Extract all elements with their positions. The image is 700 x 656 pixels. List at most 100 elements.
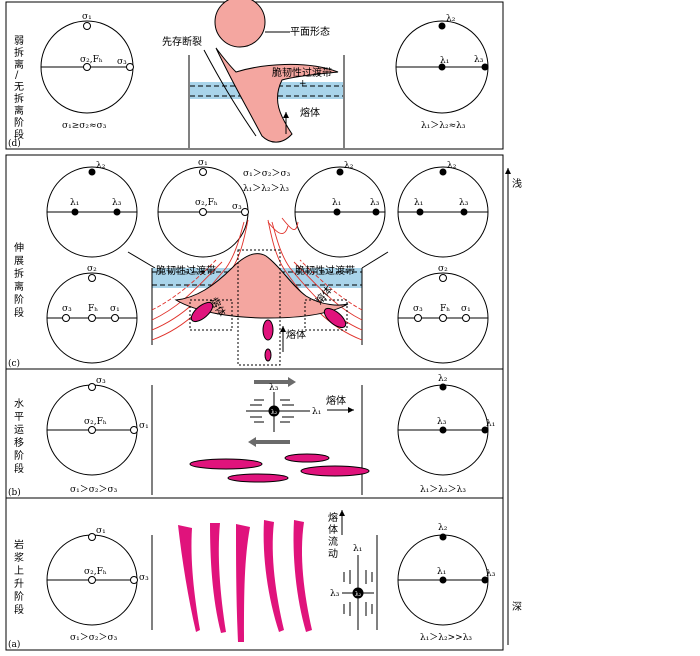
svg-text:σ₃: σ₃: [96, 376, 106, 386]
svg-text:σ₁: σ₁: [82, 12, 92, 22]
svg-text:拆: 拆: [14, 46, 24, 59]
svg-text:阶: 阶: [14, 293, 24, 306]
melt-lens-1: [189, 458, 263, 470]
svg-text:离: 离: [14, 280, 24, 293]
magma-dikes: [178, 520, 312, 642]
panel-c-strain-stereonet-umr: λ₂ λ₁ λ₃: [294, 161, 386, 258]
svg-text:熔体: 熔体: [326, 394, 346, 407]
panel-d-side-label: 弱 拆 离 / 无 拆 离 阶 段: [14, 35, 24, 141]
svg-text:σ₃: σ₃: [232, 202, 242, 212]
svg-text:上: 上: [14, 565, 24, 577]
panel-c-tag: (c): [8, 358, 20, 369]
svg-text:λ₂: λ₂: [438, 374, 448, 384]
panel-b-strain-stereonet: λ₂ λ₃ λ₁ λ₁＞λ₂＞λ₃: [397, 374, 495, 495]
svg-text:离: 离: [14, 104, 24, 117]
melt-pod-center: [262, 319, 274, 341]
panel-d-tag: (d): [8, 138, 21, 149]
svg-text:升: 升: [14, 578, 24, 590]
svg-text:λ₃: λ₃: [437, 417, 447, 427]
panel-c-stress-stereonet-lr: σ₂ σ₃ Fₕ σ₁: [397, 264, 489, 364]
svg-text:λ₁＞λ₂≈λ₃: λ₁＞λ₂≈λ₃: [421, 121, 466, 131]
intruding-pluton: [215, 47, 339, 143]
svg-text:λ₃: λ₃: [370, 198, 380, 208]
melt-lens-4: [227, 473, 289, 483]
panel-a-dike-diagram: 熔 体 流 动 λ₂ λ₁ λ₃: [151, 510, 378, 642]
svg-text:σ₁: σ₁: [198, 158, 208, 168]
svg-text:λ₃: λ₃: [112, 198, 122, 208]
svg-text:λ₁: λ₁: [70, 198, 79, 208]
svg-text:σ₁≥σ₂≈σ₃: σ₁≥σ₂≈σ₃: [62, 121, 107, 131]
svg-text:深: 深: [512, 601, 522, 613]
svg-text:σ₁: σ₁: [96, 526, 106, 536]
svg-text:σ₃: σ₃: [117, 57, 127, 67]
svg-text:无: 无: [14, 82, 24, 93]
svg-text:流: 流: [328, 535, 338, 548]
svg-text:体: 体: [328, 524, 338, 536]
svg-text:σ₁＞σ₂＞σ₃: σ₁＞σ₂＞σ₃: [70, 485, 118, 495]
svg-text:λ₁: λ₁: [312, 407, 321, 417]
panel-b-tag: (b): [8, 487, 21, 498]
svg-text:浆: 浆: [14, 551, 24, 564]
svg-text:动: 动: [328, 548, 338, 560]
panel-c-stress-stereonet-um: σ₁ σ₂,Fₕ σ₃: [157, 158, 249, 258]
svg-text:σ₂,Fₕ: σ₂,Fₕ: [84, 417, 107, 427]
panel-a-frame: [5, 497, 504, 651]
panel-b-side-label: 水 平 运 移 阶 段: [14, 398, 24, 475]
panel-a-tag: (a): [8, 639, 20, 650]
panel-d-strain-stereonet: λ₂ λ₁ λ₃ λ₁＞λ₂≈λ₃: [395, 14, 489, 131]
svg-text:λ₂: λ₂: [446, 14, 456, 24]
svg-text:脆韧性过渡带: 脆韧性过渡带: [272, 66, 332, 79]
pluton-plan-view: [214, 0, 266, 48]
svg-text:λ₃: λ₃: [474, 55, 484, 65]
svg-text:水: 水: [14, 398, 24, 410]
svg-text:σ₁＞σ₂＞σ₃: σ₁＞σ₂＞σ₃: [70, 633, 118, 643]
panel-c-stress-stereonet-ll: σ₂ σ₃ Fₕ σ₁: [46, 264, 138, 364]
svg-text:/: /: [15, 70, 19, 81]
svg-text:平: 平: [14, 412, 24, 423]
svg-text:λ₁＞λ₂＞λ₃: λ₁＞λ₂＞λ₃: [420, 485, 466, 495]
svg-text:λ₂: λ₂: [344, 161, 354, 171]
svg-text:σ₂,Fₕ: σ₂,Fₕ: [195, 198, 218, 208]
svg-text:段: 段: [14, 462, 24, 475]
svg-text:λ₂: λ₂: [447, 161, 457, 171]
svg-text:平面形态: 平面形态: [290, 25, 330, 38]
svg-text:阶: 阶: [14, 116, 24, 129]
svg-text:阶: 阶: [14, 590, 24, 603]
svg-text:λ₁: λ₁: [414, 198, 423, 208]
svg-text:展: 展: [14, 255, 24, 267]
svg-text:λ₁: λ₁: [440, 56, 449, 66]
panel-c-side-label: 伸 展 拆 离 阶 段: [14, 242, 24, 319]
svg-text:λ₃: λ₃: [486, 569, 496, 579]
svg-text:σ₁: σ₁: [110, 304, 120, 314]
svg-text:λ₃: λ₃: [459, 198, 469, 208]
dome-pluton: [174, 253, 349, 319]
svg-text:Fₕ: Fₕ: [88, 304, 98, 314]
svg-text:脆韧性过渡带: 脆韧性过渡带: [295, 264, 355, 277]
panel-c-strain-stereonet-ur: λ₂ λ₁ λ₃: [397, 161, 489, 258]
panel-a-stress-stereonet: σ₁ σ₂,Fₕ σ₃ σ₁＞σ₂＞σ₃: [46, 526, 149, 643]
svg-text:σ₁: σ₁: [139, 421, 149, 431]
depth-axis: 浅 深: [505, 168, 522, 645]
svg-text:离: 离: [14, 58, 24, 71]
svg-text:λ₂: λ₂: [438, 523, 448, 533]
svg-text:熔: 熔: [328, 511, 338, 524]
svg-text:Fₕ: Fₕ: [440, 304, 450, 314]
svg-text:+: +: [299, 79, 307, 89]
svg-text:σ₃: σ₃: [139, 573, 149, 583]
melt-pod-left: [190, 301, 214, 323]
panel-d-stress-stereonet: σ₁ σ₂,Fₕ σ₃ σ₁≥σ₂≈σ₃: [40, 12, 134, 131]
melt-label-d-1: 熔体: [300, 106, 320, 119]
svg-text:λ₂: λ₂: [355, 591, 362, 598]
svg-text:段: 段: [14, 306, 24, 319]
shear-arrow-top: [254, 377, 296, 387]
svg-text:运: 运: [14, 424, 24, 436]
panel-b-shear-diagram: λ₂ λ₃ λ₁ 熔体: [151, 377, 370, 495]
shear-arrow-bottom: [248, 437, 290, 447]
svg-text:λ₁: λ₁: [437, 567, 446, 577]
panel-a-side-label: 岩 浆 上 升 阶 段: [14, 538, 24, 616]
melt-lens-2: [284, 453, 330, 463]
svg-text:拆: 拆: [14, 267, 24, 280]
svg-text:浅: 浅: [512, 177, 522, 190]
svg-text:λ₂: λ₂: [271, 409, 278, 416]
